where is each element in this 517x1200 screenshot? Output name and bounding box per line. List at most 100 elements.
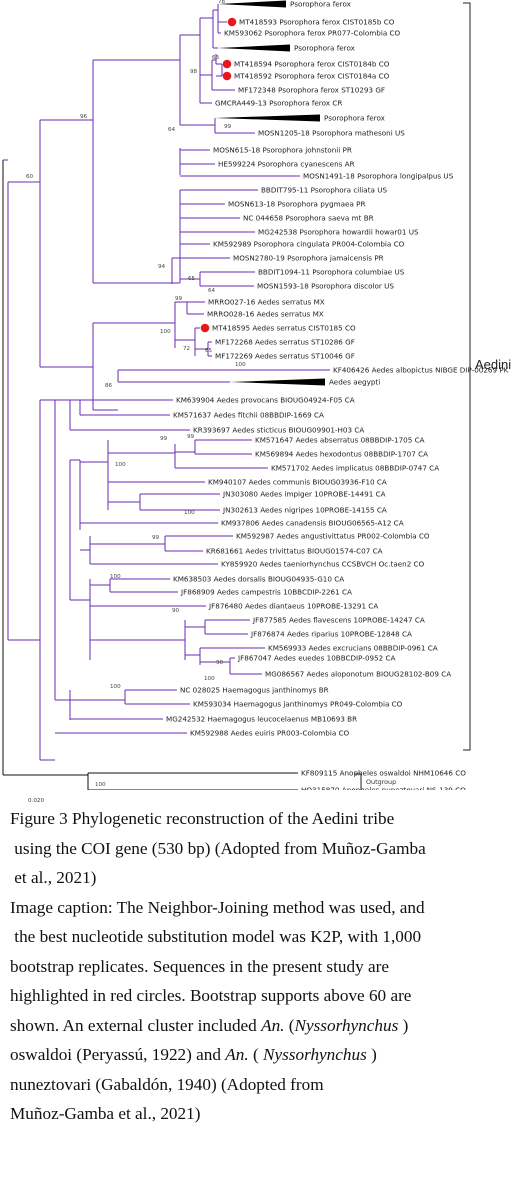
caption-line-1: Image caption: The Neighbor-Joining meth…	[10, 897, 425, 917]
figure-title-line-3: et al., 2021)	[10, 868, 97, 887]
aedini-bracket	[463, 2, 471, 751]
leaf-label: JN303080 Aedes impiger 10PROBE-14491 CA	[222, 490, 386, 499]
bootstrap-value: 65	[188, 276, 196, 282]
caption-text: )	[398, 1015, 409, 1035]
leaf-label: HQ315870 Anopheles nuneztovari NS-139 CO	[301, 786, 466, 791]
leaf-label: MG242538 Psorophora howardii howar01 US	[258, 228, 419, 237]
leaf-label: JF876874 Aedes riparius 10PROBE-12848 CA	[250, 630, 412, 639]
leaf-label: MRRO027-16 Aedes serratus MX	[208, 298, 325, 307]
bootstrap-value: 72	[183, 346, 190, 352]
scale-bar-label: 0.020	[28, 798, 44, 804]
caption-text: (	[248, 1045, 264, 1064]
bootstrap-value: 65	[205, 348, 213, 354]
leaf-label: KM593034 Haemagogus janthinomys PR049-Co…	[193, 700, 403, 709]
leaf-label: KF406426 Aedes albopictus NIBGE DIP-0026…	[333, 366, 509, 375]
collapsed-clade-label: Psorophora ferox	[324, 114, 386, 123]
bootstrap-value: 94	[158, 264, 166, 270]
caption-line-3: bootstrap replicates. Sequences in the p…	[10, 956, 389, 976]
caption-line-5: shown. An external cluster included An. …	[10, 1011, 510, 1041]
leaf-label: KR681661 Aedes trivittatus BIOUG01574-C0…	[206, 547, 383, 556]
bootstrap-value: 90	[216, 660, 224, 666]
bootstrap-value: 99	[187, 434, 195, 440]
leaf-label: JN302613 Aedes nigripes 10PROBE-14155 CA	[222, 506, 387, 515]
bootstrap-value: 90	[172, 608, 180, 614]
scale-bar-label-holder: 0.020	[28, 798, 44, 804]
collapsed-clade-triangle	[218, 44, 290, 52]
figure-title-line-2: using the COI gene (530 bp) (Adopted fro…	[10, 838, 426, 858]
leaf-label: MOSN1491-18 Psorophora longipalpus US	[303, 172, 454, 181]
leaf-label: KM638503 Aedes dorsalis BIOUG04935-G10 C…	[173, 575, 344, 584]
aedini-clade-label: Aedini	[475, 357, 511, 372]
leaf-labels: KF809115 Anopheles oswaldoi NHM10646 COH…	[166, 0, 509, 790]
bootstrap-value: 99	[224, 124, 232, 130]
leaf-label: GMCRA449-13 Psorophora ferox CR	[215, 99, 342, 108]
outgroup-bracket	[355, 773, 362, 790]
leaf-label: KM592988 Aedes euiris PR003-Colombia CO	[190, 729, 350, 738]
leaf-label: MF172348 Psorophora ferox ST10293 GF	[238, 86, 385, 95]
bootstrap-value: 98	[190, 69, 198, 75]
leaf-label: KR393697 Aedes sticticus BIOUG09901-H03 …	[193, 426, 364, 435]
study-sequence-marker	[200, 323, 210, 333]
subgenus: Nyssorhynchus	[263, 1045, 367, 1064]
leaf-label: MF172268 Aedes serratus ST10286 GF	[215, 338, 355, 347]
leaf-label: NC 028025 Haemagogus janthinomys BR	[180, 686, 329, 695]
leaf-label: KM593062 Psorophora ferox PR077-Colombia…	[224, 29, 401, 38]
leaf-label: JF867047 Aedes euedes 10BBCDIP-0952 CA	[237, 654, 396, 663]
caption-line-6: oswaldoi (Peryassú, 1922) and An. ( Nyss…	[10, 1040, 510, 1070]
leaf-label: MOSN1205-18 Psorophora mathesoni US	[258, 129, 405, 138]
leaf-label: MOSN1593-18 Psorophora discolor US	[257, 282, 394, 291]
bootstrap-value: 100	[235, 362, 246, 368]
leaf-label: KM571647 Aedes abserratus 08BBDIP-1705 C…	[255, 436, 425, 445]
outgroup-label: Outgroup	[366, 778, 396, 786]
leaf-label: JF877585 Aedes flavescens 10PROBE-14247 …	[252, 616, 425, 625]
genus-abbrev: An.	[261, 1015, 285, 1035]
study-sequence-markers	[200, 17, 237, 333]
leaf-label: MG242532 Haemagogus leucocelaenus MB1069…	[166, 715, 357, 724]
bootstrap-value: 100	[110, 574, 121, 580]
leaf-label: MOSN615-18 Psorophora johnstonii PR	[213, 146, 352, 155]
bootstrap-value: 78	[218, 0, 226, 5]
leaf-label: MG086567 Aedes aloponotum BIOUG28102-B09…	[265, 670, 451, 679]
leaf-label: JF868909 Aedes campestris 10BBCDIP-2261 …	[180, 588, 352, 597]
bootstrap-value: 100	[110, 684, 121, 690]
bootstrap-value: 100	[204, 676, 215, 682]
study-sequence-marker	[222, 59, 232, 69]
bootstrap-value: 86	[105, 383, 113, 389]
bootstrap-value: 64	[208, 288, 216, 294]
bootstrap-value: 96	[80, 114, 88, 120]
caption-text: )	[366, 1045, 377, 1064]
leaf-label: MF172269 Aedes serratus ST10046 GF	[215, 352, 355, 361]
caption-line-4: highlighted in red circles. Bootstrap su…	[10, 986, 412, 1005]
caption-text: (	[284, 1015, 295, 1035]
leaf-label: MOSN2780-19 Psorophora jamaicensis PR	[233, 254, 384, 263]
bootstrap-value: 100	[160, 329, 171, 335]
caption-text: shown. An external cluster included	[10, 1015, 262, 1035]
collapsed-clades	[215, 0, 325, 386]
genus-abbrev: An.	[225, 1045, 249, 1064]
bootstrap-value: 99	[175, 296, 183, 302]
bootstrap-value: 64	[168, 127, 176, 133]
caption-text: oswaldoi (Peryassú, 1922) and	[10, 1045, 226, 1064]
collapsed-clade-triangle	[230, 378, 325, 386]
leaf-label: KM940107 Aedes communis BIOUG03936-F10 C…	[208, 478, 387, 487]
bootstrap-value: 99	[160, 436, 168, 442]
leaf-label: JF876480 Aedes diantaeus 10PROBE-13291 C…	[208, 602, 378, 611]
leaf-label: MT418593 Psorophora ferox CIST0185b CO	[239, 18, 395, 27]
caption-line-8: Muñoz-Gamba et al., 2021)	[10, 1104, 201, 1123]
leaf-label: MOSN613-18 Psorophora pygmaea PR	[228, 200, 365, 209]
collapsed-clade-triangle	[215, 114, 320, 122]
bootstrap-value: 100	[184, 510, 195, 516]
collapsed-clade-label: Psorophora ferox	[290, 0, 352, 9]
leaf-label: KM571702 Aedes implicatus 08BBDIP-0747 C…	[271, 464, 439, 473]
leaf-label: MRRO028-16 Aedes serratus MX	[207, 310, 324, 319]
leaf-label: MT418595 Aedes serratus CIST0185 CO	[212, 324, 356, 333]
figure-caption: Figure 3 Phylogenetic reconstruction of …	[10, 804, 510, 1129]
leaf-label: MT418594 Psorophora ferox CIST0184b CO	[234, 60, 390, 69]
bootstrap-value: 100	[115, 462, 126, 468]
figure-title-line-1: Figure 3 Phylogenetic reconstruction of …	[10, 809, 395, 828]
bootstrap-value: 60	[26, 174, 34, 180]
leaf-label: KM571637 Aedes fitchii 08BBDIP-1669 CA	[173, 411, 324, 420]
leaf-label: BBDIT1094-11 Psorophora columbiae US	[258, 268, 405, 277]
subgenus: Nyssorhynchus	[294, 1015, 399, 1035]
